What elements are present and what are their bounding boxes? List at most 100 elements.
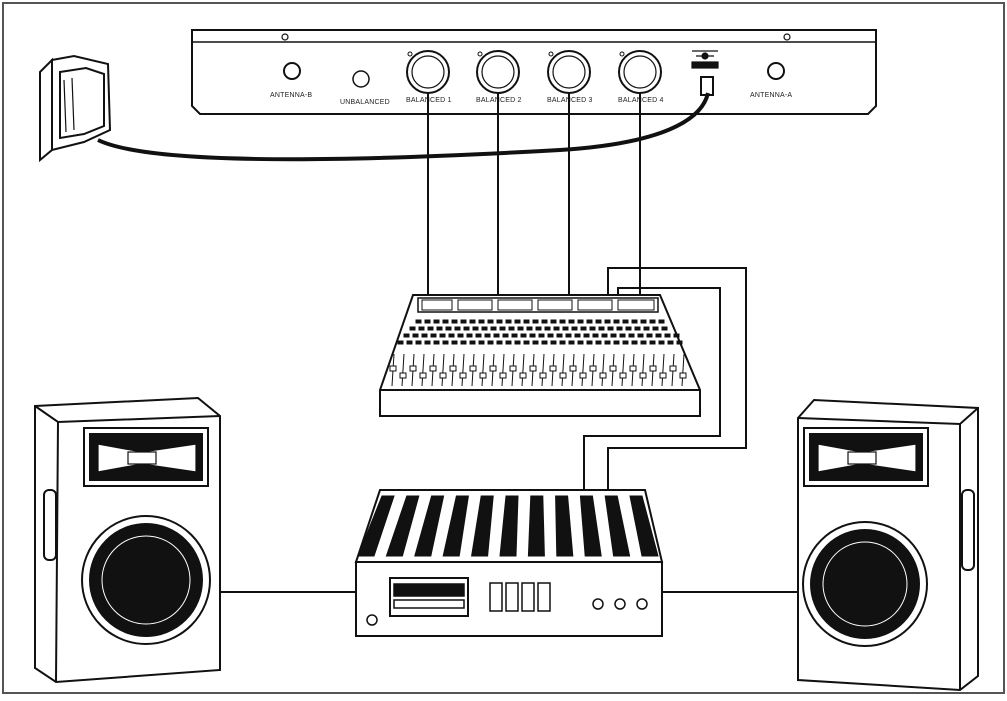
mixer-knob <box>631 319 638 324</box>
fader-track <box>481 353 485 387</box>
mixer-knob <box>460 340 467 345</box>
mixer-knob <box>397 340 404 345</box>
heatsink-fin <box>555 495 574 557</box>
mixer-knob <box>478 340 485 345</box>
mixer-knob <box>559 340 566 345</box>
mixer-knob <box>520 333 527 338</box>
mixer-knob <box>613 340 620 345</box>
fader-knob <box>569 365 577 372</box>
mixer-knob <box>451 319 458 324</box>
fader-knob <box>509 365 517 372</box>
mixing-console <box>379 294 701 417</box>
mixer-knob <box>556 333 563 338</box>
mixer-knob <box>490 326 497 331</box>
mixer-knob <box>436 326 443 331</box>
mixer-knob <box>652 326 659 331</box>
mixer-knob <box>568 340 575 345</box>
mixer-knob <box>535 326 542 331</box>
antenna-b-connector <box>283 62 301 80</box>
fader-knob <box>459 372 467 379</box>
mixer-knob <box>424 319 431 324</box>
mixer-knob <box>628 333 635 338</box>
mixer-knob <box>589 326 596 331</box>
fader-track <box>641 353 645 387</box>
fader-knob <box>659 372 667 379</box>
mixer-knob <box>514 340 521 345</box>
mixer-knob <box>598 326 605 331</box>
mixer-knob <box>640 319 647 324</box>
fader-knob <box>529 365 537 372</box>
mixer-knob <box>523 340 530 345</box>
fader-track <box>541 353 545 387</box>
mixer-knob <box>406 340 413 345</box>
unbalanced-jack <box>352 70 370 88</box>
mixer-knob <box>604 340 611 345</box>
fader-knob <box>489 365 497 372</box>
mixer-knob <box>487 340 494 345</box>
mixer-knob <box>622 319 629 324</box>
mixer-knob <box>667 340 674 345</box>
mixer-knob <box>568 319 575 324</box>
mixer-knob <box>472 326 479 331</box>
mixer-faders <box>389 353 687 387</box>
unbalanced-label: UNBALANCED <box>340 99 390 106</box>
mixer-knob <box>661 326 668 331</box>
fader-knob <box>409 365 417 372</box>
dc-input-icon <box>691 50 719 96</box>
mixer-knob <box>469 340 476 345</box>
mixer-knob <box>505 340 512 345</box>
fader-knob <box>639 372 647 379</box>
mixer-knob <box>433 340 440 345</box>
heatsink-fin <box>527 495 545 557</box>
mixer-knob <box>655 333 662 338</box>
mixer-knob <box>481 326 488 331</box>
mixer-knob <box>517 326 524 331</box>
mixer-knob <box>658 340 665 345</box>
mixer-knob <box>622 340 629 345</box>
mixer-knob-rows <box>397 319 683 345</box>
mixer-knob <box>475 333 482 338</box>
mixer-knob <box>418 326 425 331</box>
mixer-knob <box>460 319 467 324</box>
mixer-to-amp-cables <box>583 267 747 492</box>
amp-heatsink <box>357 495 659 557</box>
mixer-knob <box>442 340 449 345</box>
mixer-knob <box>526 326 533 331</box>
mixer-knob <box>619 333 626 338</box>
mixer-knob <box>529 333 536 338</box>
heatsink-fin <box>414 495 445 557</box>
heatsink-fin <box>629 495 659 557</box>
mixer-knob <box>643 326 650 331</box>
mixer-knob <box>658 319 665 324</box>
fader-track <box>561 353 565 387</box>
mixer-knob <box>502 333 509 338</box>
mixer-knob <box>595 319 602 324</box>
fader-knob <box>539 372 547 379</box>
mixer-knob <box>631 340 638 345</box>
mixer-knob <box>607 326 614 331</box>
mixer-knob <box>541 340 548 345</box>
mixer-knob <box>550 340 557 345</box>
mixer-knob <box>586 340 593 345</box>
heatsink-fin <box>499 495 519 557</box>
fader-track <box>501 353 505 387</box>
mixer-knob <box>547 333 554 338</box>
mixer-knob <box>610 333 617 338</box>
heatsink-fin <box>357 495 395 557</box>
fader-knob <box>519 372 527 379</box>
fader-knob <box>399 372 407 379</box>
mixer-knob <box>505 319 512 324</box>
mixer-knob <box>634 326 641 331</box>
mixer-knob <box>499 326 506 331</box>
fader-knob <box>629 365 637 372</box>
fader-knob <box>479 372 487 379</box>
mixer-knob <box>586 319 593 324</box>
mixer-knob <box>559 319 566 324</box>
mixer-knob <box>454 326 461 331</box>
fader-track <box>441 353 445 387</box>
fader-track <box>621 353 625 387</box>
left-speaker <box>34 396 221 684</box>
fader-track <box>681 353 685 387</box>
